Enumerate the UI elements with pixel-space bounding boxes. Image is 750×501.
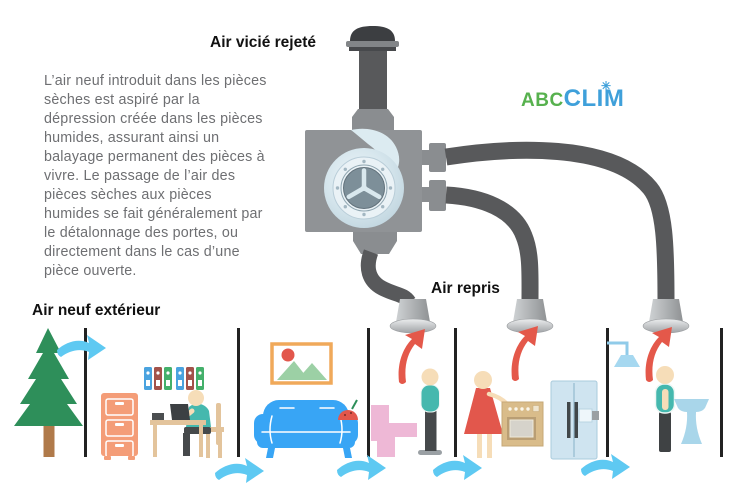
exhaust-duct-left-icon	[360, 249, 416, 307]
ceiling-vent-icon	[389, 298, 437, 334]
office-room	[101, 367, 224, 460]
standing-man-icon	[418, 368, 442, 455]
shower-icon	[607, 341, 640, 367]
description-paragraph: L’air neuf introduit dans les pièces sèc…	[44, 73, 267, 279]
exhaust-duct-right-icon	[444, 141, 675, 302]
oven-icon	[501, 401, 544, 447]
binders-icon	[176, 367, 204, 390]
sofa-icon	[254, 400, 358, 458]
red-airflow-arrow-icon	[398, 329, 425, 384]
room-walls	[84, 328, 723, 457]
exhaust-duct-middle-icon	[445, 186, 539, 302]
pine-tree-icon	[14, 328, 83, 457]
bathroom-room	[607, 341, 709, 452]
logo-sparkle-icon: ✳	[601, 79, 612, 93]
binders-icon	[144, 367, 172, 390]
toilet-icon	[371, 405, 417, 457]
blue-airflow-arrow-icon	[337, 455, 386, 480]
ceiling-vent-icon	[642, 298, 690, 334]
living-room	[254, 342, 358, 458]
red-airflow-arrow-icon	[511, 326, 538, 381]
vmc-fan-icon	[324, 128, 404, 228]
label-air-neuf-exterieur: Air neuf extérieur	[32, 302, 161, 319]
picture-frame-icon	[270, 342, 333, 385]
watermelon-drink-icon	[338, 399, 358, 420]
bathing-person-icon	[654, 366, 676, 452]
filing-cabinet-icon	[101, 393, 138, 460]
fridge-icon	[550, 380, 599, 460]
pedestal-sink-icon	[674, 399, 709, 444]
label-air-repris: Air repris	[431, 280, 500, 297]
cooking-woman-icon	[464, 371, 511, 458]
blue-airflow-arrow-icon	[57, 335, 106, 360]
desk-worker-icon	[150, 390, 224, 458]
logo-clim-text: CLIM	[563, 85, 625, 112]
ceiling-vent-icon	[506, 298, 554, 334]
wc-room	[371, 368, 442, 457]
kitchen-room	[464, 371, 599, 460]
label-air-vicie-rejete: Air vicié rejeté	[210, 34, 316, 51]
blue-airflow-arrow-icon	[433, 455, 482, 480]
logo-abc-text: ABC	[521, 90, 564, 111]
blue-airflow-arrow-icon	[215, 458, 264, 483]
roof-cap-icon	[350, 26, 395, 41]
